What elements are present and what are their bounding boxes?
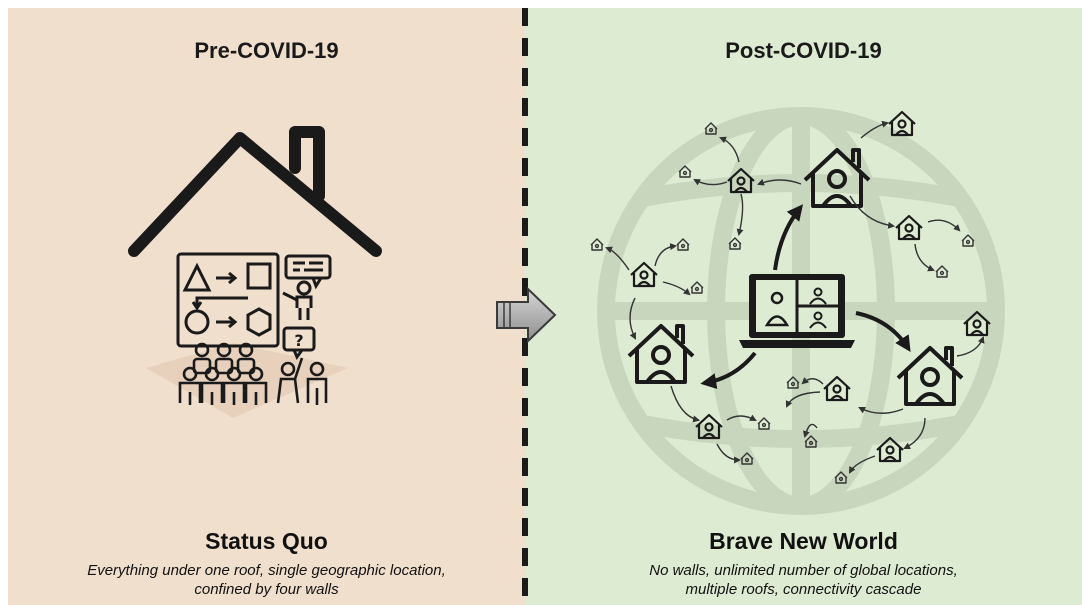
laptop-video-call-icon [739,274,855,348]
office-illustration: ? [128,126,382,418]
audience-group-icon [178,342,328,405]
globe-icon [597,107,1005,515]
brave-new-world-line-1: No walls, unlimited number of global loc… [649,562,958,579]
post-covid-heading: Post-COVID-19 [725,38,882,63]
status-quo-line-2: confined by four walls [194,581,339,598]
home-person-icon [894,214,924,241]
status-quo-title: Status Quo [205,528,328,554]
right-arrow-icon [496,286,557,344]
floor-shadow [146,343,348,418]
home-person-icon [629,261,659,288]
house-roof-icon [128,126,382,257]
presenter-icon [282,280,313,320]
brave-new-world-title: Brave New World [709,528,898,554]
brave-new-world-line-2: multiple roofs, connectivity cascade [685,581,922,598]
speech-bubble-icon [284,254,332,290]
connection-arrows [605,120,985,474]
home-person-icon [887,110,917,137]
post-covid-panel: Post-COVID-19 [525,8,1082,605]
status-quo-description: Everything under one roof, single geogra… [8,561,525,599]
svg-text:?: ? [294,331,303,350]
curved-arrow-icon [700,204,911,390]
pre-covid-panel: Pre-COVID-19 [8,8,525,605]
home-person-icon [896,346,964,406]
whiteboard-icon [176,252,280,348]
question-bubble-icon: ? [282,326,316,361]
brave-new-world-description: No walls, unlimited number of global loc… [525,561,1082,599]
pre-covid-heading: Pre-COVID-19 [194,38,339,63]
status-quo-line-1: Everything under one roof, single geogra… [87,562,446,579]
network-illustration [590,107,1005,515]
home-person-icon [822,375,852,402]
home-person-icon [627,324,695,384]
